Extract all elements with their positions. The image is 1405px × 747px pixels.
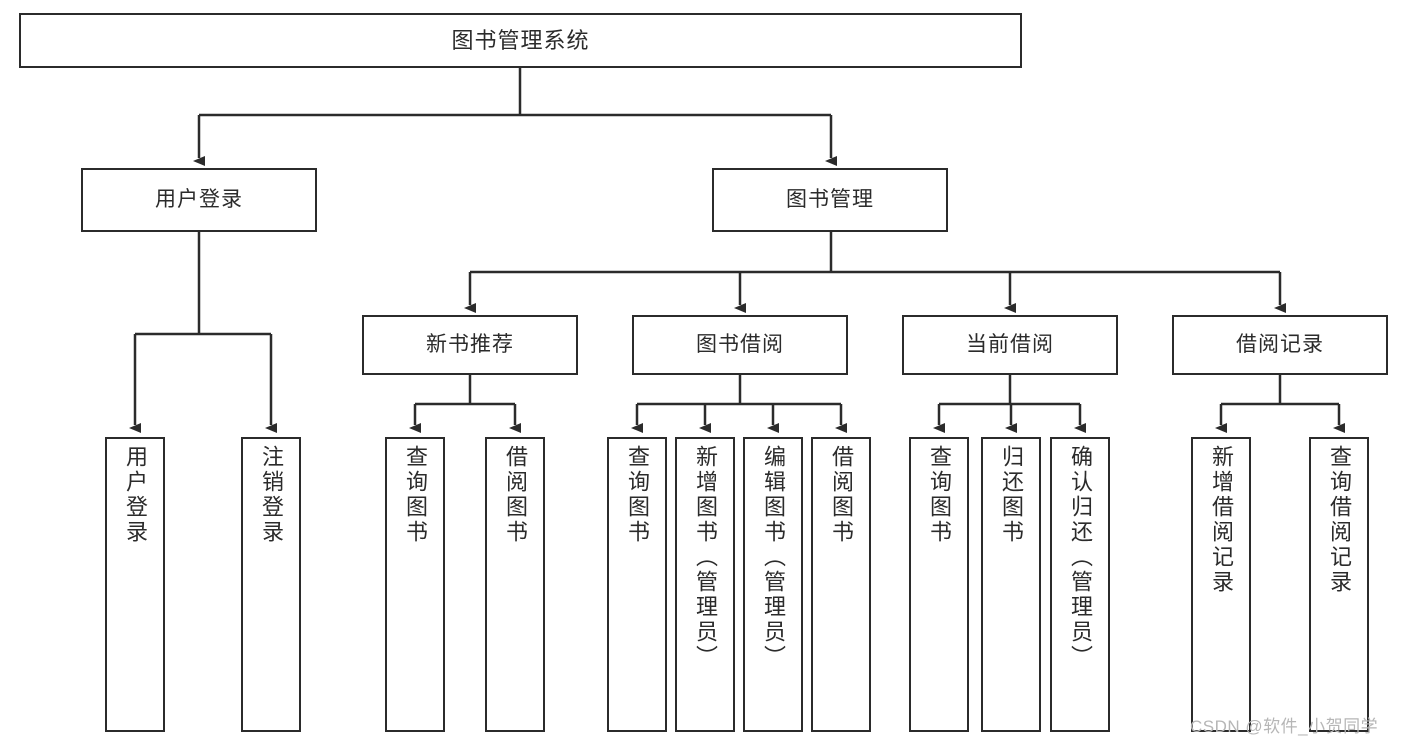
node-user-login[interactable]: 用户登录 (81, 168, 317, 232)
node-leaf-query-book-1[interactable]: 查询图书 (385, 437, 445, 732)
node-new-book-rec[interactable]: 新书推荐 (362, 315, 578, 375)
watermark: CSDN @软件_小贺同学 (1190, 717, 1379, 736)
node-leaf-user-login[interactable]: 用户登录 (105, 437, 165, 732)
node-leaf-query-record[interactable]: 查询借阅记录 (1309, 437, 1369, 732)
node-leaf-return-book-label: 归还图书 (999, 445, 1024, 545)
node-leaf-query-book-1-label: 查询图书 (403, 445, 428, 545)
node-leaf-user-login-label: 用户登录 (123, 445, 148, 545)
node-leaf-confirm-return[interactable]: 确认归还（管理员） (1050, 437, 1110, 732)
node-user-login-label: 用户登录 (155, 187, 243, 211)
node-leaf-logout-login-label: 注销登录 (259, 445, 284, 545)
node-borrow-record-label: 借阅记录 (1236, 332, 1324, 356)
node-leaf-return-book[interactable]: 归还图书 (981, 437, 1041, 732)
node-leaf-edit-book-label: 编辑图书（管理员） (761, 445, 786, 670)
node-book-manage-label: 图书管理 (786, 187, 874, 211)
node-leaf-add-book-label: 新增图书（管理员） (693, 445, 718, 670)
node-root[interactable]: 图书管理系统 (19, 13, 1022, 68)
node-leaf-edit-book[interactable]: 编辑图书（管理员） (743, 437, 803, 732)
node-leaf-add-record-label: 新增借阅记录 (1209, 445, 1234, 595)
node-leaf-add-book[interactable]: 新增图书（管理员） (675, 437, 735, 732)
node-leaf-query-book-2-label: 查询图书 (625, 445, 650, 545)
node-leaf-borrow-book-1[interactable]: 借阅图书 (485, 437, 545, 732)
node-leaf-borrow-book-2-label: 借阅图书 (829, 445, 854, 545)
node-leaf-logout-login[interactable]: 注销登录 (241, 437, 301, 732)
node-leaf-query-record-label: 查询借阅记录 (1327, 445, 1352, 595)
node-current-borrow-label: 当前借阅 (966, 332, 1054, 356)
node-new-book-rec-label: 新书推荐 (426, 332, 514, 356)
node-book-manage[interactable]: 图书管理 (712, 168, 948, 232)
node-book-borrow-label: 图书借阅 (696, 332, 784, 356)
node-leaf-query-book-3-label: 查询图书 (927, 445, 952, 545)
node-leaf-borrow-book-2[interactable]: 借阅图书 (811, 437, 871, 732)
node-leaf-query-book-3[interactable]: 查询图书 (909, 437, 969, 732)
node-leaf-query-book-2[interactable]: 查询图书 (607, 437, 667, 732)
node-borrow-record[interactable]: 借阅记录 (1172, 315, 1388, 375)
node-leaf-add-record[interactable]: 新增借阅记录 (1191, 437, 1251, 732)
node-leaf-borrow-book-1-label: 借阅图书 (503, 445, 528, 545)
node-current-borrow[interactable]: 当前借阅 (902, 315, 1118, 375)
node-book-borrow[interactable]: 图书借阅 (632, 315, 848, 375)
node-leaf-confirm-return-label: 确认归还（管理员） (1068, 445, 1093, 670)
node-root-label: 图书管理系统 (451, 27, 590, 53)
